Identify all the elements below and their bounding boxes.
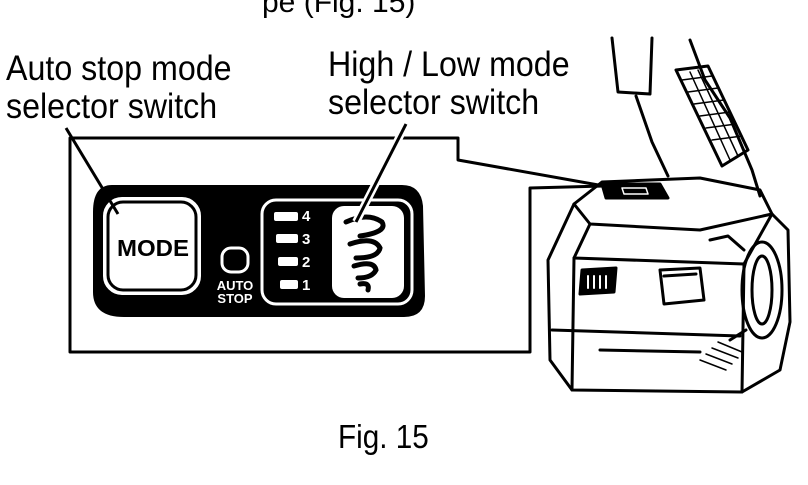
high-low-callout-line1: High / Low mode <box>328 45 570 84</box>
cropped-top-text: pe (Fig. 15) <box>262 0 416 19</box>
callout-frame <box>68 136 606 354</box>
drill-mode-icon-plate <box>332 206 404 298</box>
level-bar-4 <box>274 212 298 221</box>
auto-stop-callout-line2: selector switch <box>6 87 218 126</box>
mode-button-label: MODE <box>117 235 189 261</box>
level-label-1: 1 <box>302 277 310 294</box>
level-label-2: 2 <box>302 254 310 271</box>
impact-driver-illustration <box>546 36 792 394</box>
level-bar-3 <box>276 234 298 243</box>
level-bar-2 <box>278 257 298 266</box>
auto-stop-indicator-lamp <box>220 246 250 274</box>
auto-stop-leader-line <box>64 127 120 215</box>
high-low-callout-line2: selector switch <box>328 83 540 122</box>
high-low-callout-label: High / Low mode selector switch <box>328 46 570 122</box>
auto-stop-callout-line1: Auto stop mode <box>6 49 232 88</box>
auto-label: AUTO <box>217 278 254 293</box>
auto-stop-callout-label: Auto stop mode selector switch <box>6 50 232 126</box>
stop-label: STOP <box>217 291 252 306</box>
figure-caption: Fig. 15 <box>338 418 429 455</box>
level-bar-1 <box>280 280 298 289</box>
level-led-bars <box>274 212 298 289</box>
level-label-4: 4 <box>302 208 311 225</box>
level-label-3: 3 <box>302 231 310 248</box>
